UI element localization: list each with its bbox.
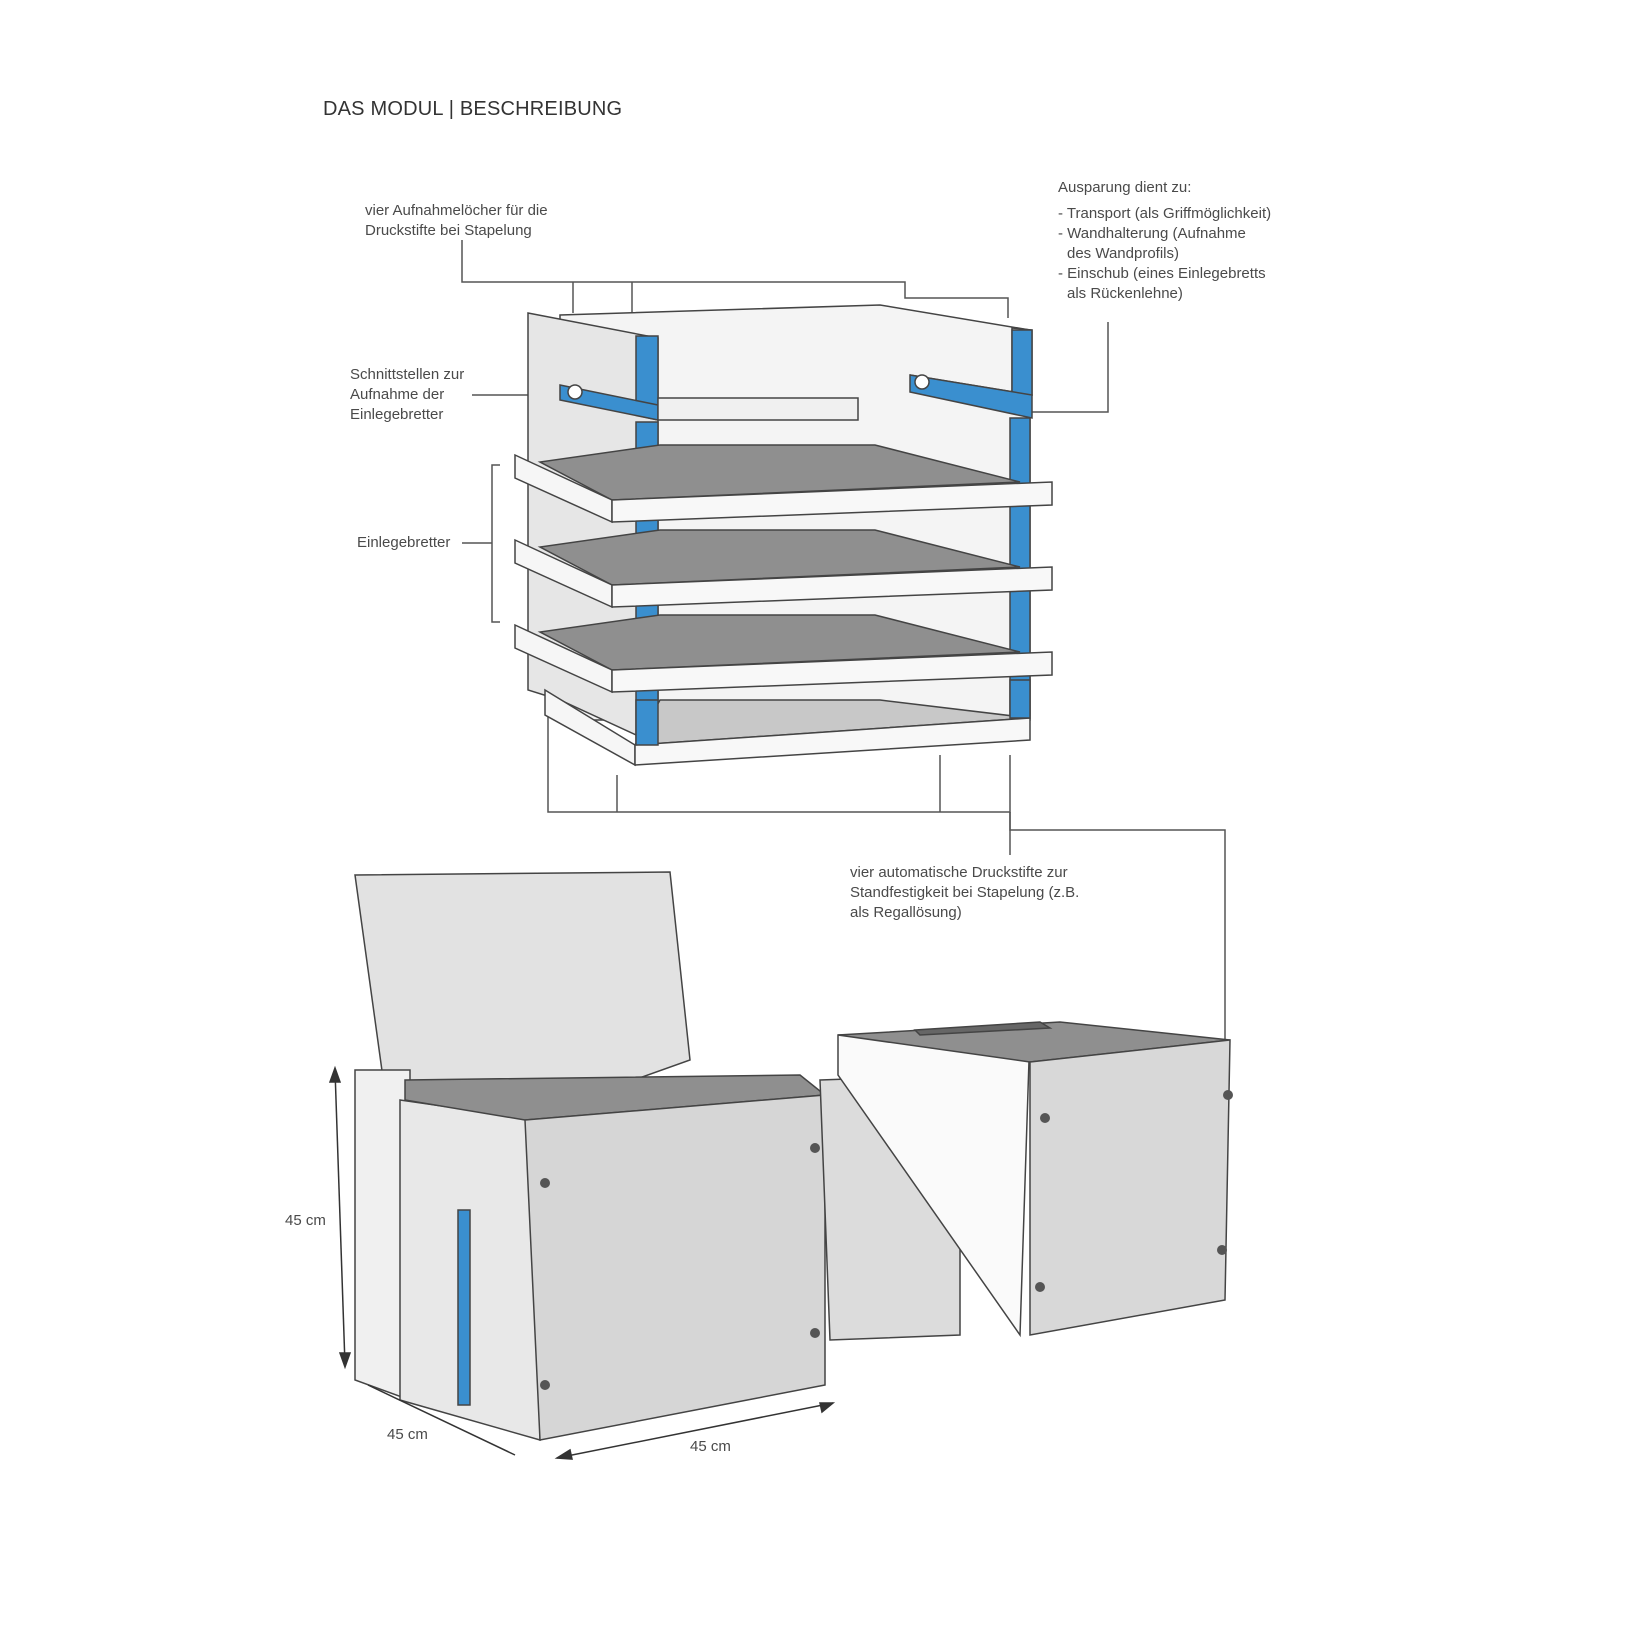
label-pins: vier automatische Druckstifte zur Standf… [850,863,1079,923]
label-line: vier automatische Druckstifte zur [850,864,1068,881]
label-heading: Ausparung dient zu: [1058,179,1192,196]
label-line: - Transport (als Griffmöglichkeit) [1058,205,1272,222]
dimension-depth: 45 cm [387,1426,428,1443]
pins [540,1090,1233,1390]
label-line: als Rückenlehne) [1067,285,1183,302]
label-line: als Regallösung) [850,904,962,921]
label-line: Schnittstellen zur [350,366,465,383]
shelf-3 [514,614,1053,694]
stool [837,1021,1231,1338]
label-line: Druckstifte bei Stapelung [365,222,532,239]
label-holes: vier Aufnahmelöcher für die Druckstifte … [365,201,548,241]
label-line: Standfestigkeit bei Stapelung (z.B. [850,884,1080,901]
module-upper [514,304,1053,767]
label-line: - Wandhalterung (Aufnahme [1058,225,1246,242]
shelf-2 [514,529,1053,609]
label-line: Aufnahme der [350,386,445,403]
label-interfaces: Schnittstellen zur Aufnahme der Einlegeb… [350,365,464,425]
label-line: - Einschub (eines Einlegebretts [1058,265,1266,282]
label-line: Einlegebretter [350,406,444,423]
page-title: DAS MODUL | BESCHREIBUNG [323,98,623,120]
label-line: des Wandprofils) [1067,245,1179,262]
dimension-width: 45 cm [690,1438,731,1455]
dimension-height: 45 cm [285,1212,326,1229]
label-shelves: Einlegebretter [357,534,451,551]
chair [354,871,961,1441]
shelf-1 [514,444,1053,524]
leader-lines [461,240,1226,1095]
label-recess: Ausparung dient zu: - Transport (als Gri… [1058,178,1271,304]
label-line: vier Aufnahmelöcher für die [365,202,548,219]
dimension-arrows [328,1065,836,1460]
